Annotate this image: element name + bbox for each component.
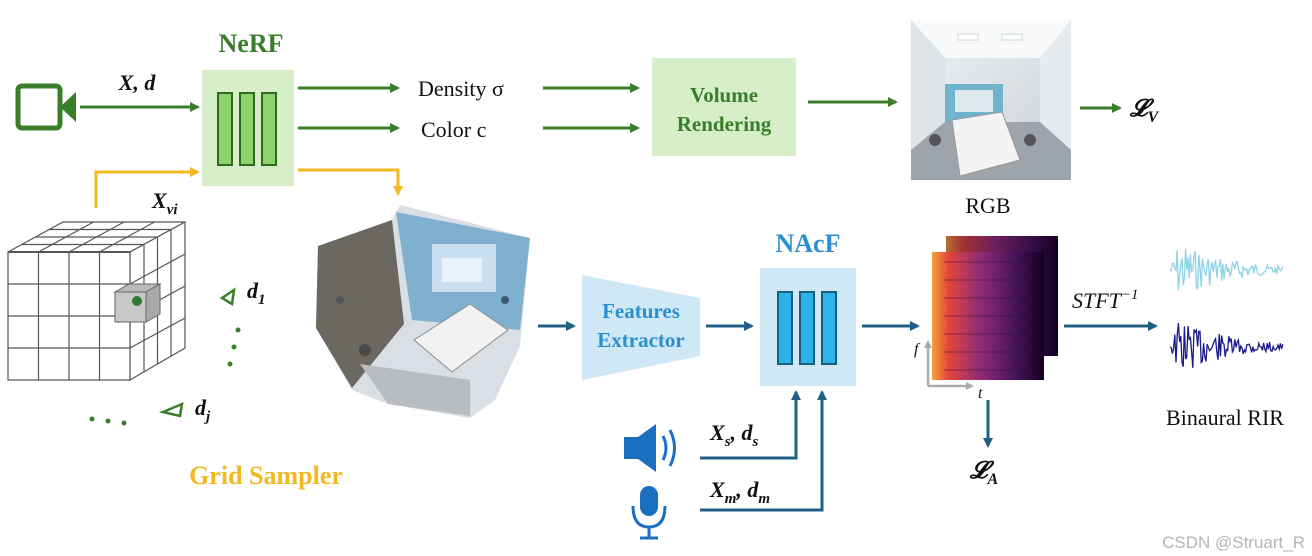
d1-label: d1: [247, 278, 266, 308]
features-extractor-line1: Features: [602, 299, 680, 323]
nerf-network-block: [202, 70, 294, 186]
nacf-network-block: [760, 268, 856, 386]
spectrogram-f-label: f: [914, 341, 921, 358]
camera-icon: [15, 83, 76, 131]
rgb-render-image: [911, 20, 1071, 180]
density-label: Density σ: [418, 76, 504, 101]
volume-rendering-block: Volume Rendering: [652, 58, 796, 156]
microphone-icon: [631, 486, 667, 540]
volume-rendering-line2: Rendering: [677, 112, 772, 136]
arrow-nerf-to-pointcloud: [298, 168, 403, 196]
spectrogram-t-label: t: [978, 385, 983, 402]
color-label: Color c: [421, 117, 487, 142]
nacf-title: NAcF: [776, 229, 841, 258]
loss-a-label: 𝓛A: [969, 458, 998, 488]
arrow-grid-to-nerf: [94, 167, 200, 208]
arrow-source-to-nacf: [700, 390, 801, 460]
ellipsis-dots: [89, 327, 241, 426]
xvi-label: Xvi: [151, 188, 178, 218]
watermark-text: CSDN @Struart_R: [1162, 533, 1305, 552]
grid-sampler-title: Grid Sampler: [189, 461, 343, 490]
volume-rendering-line1: Volume: [690, 83, 758, 107]
point-cloud-image: [316, 205, 530, 418]
binaural-rir-label: Binaural RIR: [1166, 405, 1284, 430]
nerf-input-label: X, d: [118, 70, 157, 95]
arrow-mic-to-nacf: [700, 390, 827, 512]
waveform-right-channel: [1169, 323, 1284, 368]
waveform-left-channel: [1169, 248, 1284, 291]
grid-cube: [7, 220, 186, 382]
spectrogram-stack: [932, 236, 1058, 380]
features-extractor-line2: Extractor: [597, 328, 684, 352]
speaker-icon: [624, 424, 676, 472]
view-direction-icon-1: [219, 287, 236, 307]
rgb-label: RGB: [965, 193, 1010, 218]
dj-label: dj: [195, 395, 211, 425]
view-direction-icon-j: [158, 401, 184, 418]
sampled-voxel: [113, 283, 162, 323]
mic-position-label: Xm, dm: [709, 477, 770, 507]
features-extractor-block: Features Extractor: [582, 275, 700, 380]
istft-label: STFT−1: [1072, 287, 1139, 313]
source-position-label: Xs, ds: [709, 420, 759, 450]
loss-v-label: 𝓛V: [1129, 96, 1159, 126]
nerf-title: NeRF: [219, 29, 284, 58]
